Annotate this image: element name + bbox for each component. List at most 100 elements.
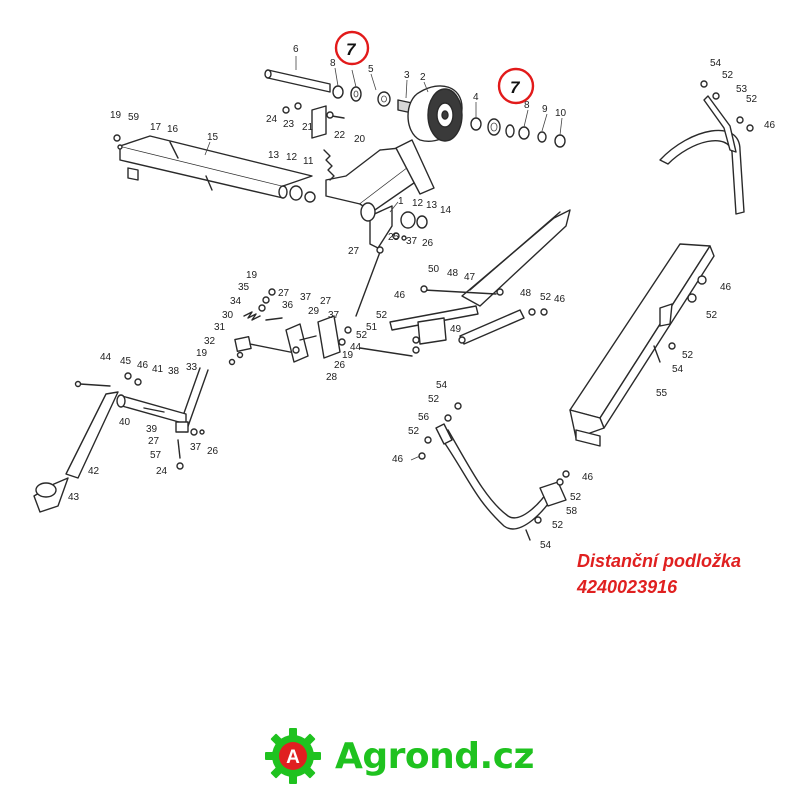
part-label: 34	[230, 296, 242, 307]
bracket-small-parts	[282, 102, 345, 139]
part-label: 37	[190, 442, 202, 453]
part-label: 52	[682, 350, 694, 361]
part-label: 38	[168, 366, 180, 377]
shaft-assembly	[264, 56, 566, 148]
part-label: 11	[303, 156, 314, 167]
part-label: 52	[722, 70, 734, 81]
part-label: 46	[394, 290, 406, 301]
part-label: 47	[464, 272, 476, 283]
part-name: Distanční podložka	[577, 551, 742, 571]
part-label: 37	[406, 236, 418, 247]
part-label: 46	[137, 360, 149, 371]
highlight-callout-right[interactable]: 7	[497, 67, 535, 105]
part-labels: 6 8 5 3 2 4 8 9 10 24 23 21 22 20 19 59 …	[68, 44, 776, 551]
part-label: 32	[204, 336, 216, 347]
part-label: 46	[764, 120, 776, 131]
part-label: 54	[540, 540, 552, 551]
channel-beam	[569, 243, 715, 447]
part-label: 8	[330, 58, 336, 69]
part-label: 46	[554, 294, 566, 305]
part-label: 31	[214, 322, 226, 333]
part-label: 4	[473, 92, 479, 103]
part-label: 28	[326, 372, 338, 383]
highlight-ring	[334, 30, 370, 66]
part-label: 3	[404, 70, 410, 81]
part-label: 37	[300, 292, 312, 303]
main-bracket	[323, 139, 435, 249]
part-label: 52	[746, 94, 758, 105]
part-label: 36	[282, 300, 294, 311]
part-label: 12	[412, 198, 424, 209]
highlight-callout-left[interactable]: 7	[334, 30, 370, 66]
part-label: 58	[566, 506, 578, 517]
part-label: 54	[436, 380, 448, 391]
part-label: 35	[238, 282, 250, 293]
part-label: 48	[447, 268, 459, 279]
part-label: 14	[440, 205, 452, 216]
part-label: 16	[167, 124, 179, 135]
part-label: 17	[150, 122, 162, 133]
part-label: 1	[398, 196, 404, 207]
part-label: 59	[128, 112, 140, 123]
part-label: 9	[542, 104, 548, 115]
part-label: 5	[368, 64, 374, 75]
part-label: 46	[392, 454, 404, 465]
part-label: 55	[656, 388, 668, 399]
brand-logo[interactable]: A Agrond.cz	[263, 728, 534, 784]
part-label: 33	[186, 362, 198, 373]
part-label: 25	[388, 232, 400, 243]
part-label: 22	[334, 130, 346, 141]
part-label: 53	[736, 84, 748, 95]
lever-mechanism	[228, 288, 420, 366]
part-label: 56	[418, 412, 430, 423]
part-label: 52	[540, 292, 552, 303]
part-label: 8	[524, 100, 530, 111]
frame-tube	[113, 134, 316, 203]
part-label: 52	[570, 492, 582, 503]
callout-number: 7	[346, 40, 357, 59]
part-label: 57	[150, 450, 162, 461]
part-label: 42	[88, 466, 100, 477]
part-label: 48	[520, 288, 532, 299]
part-label: 37	[328, 310, 340, 321]
part-label: 54	[710, 58, 722, 69]
part-label: 12	[286, 152, 298, 163]
part-label: 27	[348, 246, 360, 257]
part-label: 15	[207, 132, 219, 143]
brand-name: Agrond.cz	[335, 735, 534, 777]
part-number: 4240023916	[577, 577, 678, 597]
part-label: 26	[207, 446, 219, 457]
part-label: 19	[246, 270, 258, 281]
part-label: 24	[266, 114, 278, 125]
part-label: 19	[342, 350, 354, 361]
part-label: 30	[222, 310, 234, 321]
part-label: 39	[146, 424, 158, 435]
part-label: 52	[552, 520, 564, 531]
part-label: 52	[408, 426, 420, 437]
part-label: 50	[428, 264, 440, 275]
part-label: 21	[302, 122, 314, 133]
part-label: 43	[68, 492, 80, 503]
part-label: 23	[283, 119, 295, 130]
part-label: 13	[268, 150, 280, 161]
part-label: 41	[152, 364, 164, 375]
part-label: 10	[555, 108, 567, 119]
part-label: 6	[293, 44, 299, 55]
part-label: 52	[428, 394, 440, 405]
callout-number: 7	[510, 78, 521, 97]
part-label: 19	[196, 348, 208, 359]
part-label: 44	[350, 342, 362, 353]
part-label: 51	[366, 322, 378, 333]
part-label: 44	[100, 352, 112, 363]
part-label: 54	[672, 364, 684, 375]
part-label: 52	[706, 310, 718, 321]
part-label: 2	[420, 72, 426, 83]
part-label: 46	[720, 282, 732, 293]
spring-tine-bottom	[410, 402, 570, 541]
logo-letter: A	[286, 747, 300, 768]
part-label: 46	[582, 472, 594, 483]
part-label: 26	[422, 238, 434, 249]
part-label: 27	[148, 436, 160, 447]
part-label: 26	[334, 360, 346, 371]
